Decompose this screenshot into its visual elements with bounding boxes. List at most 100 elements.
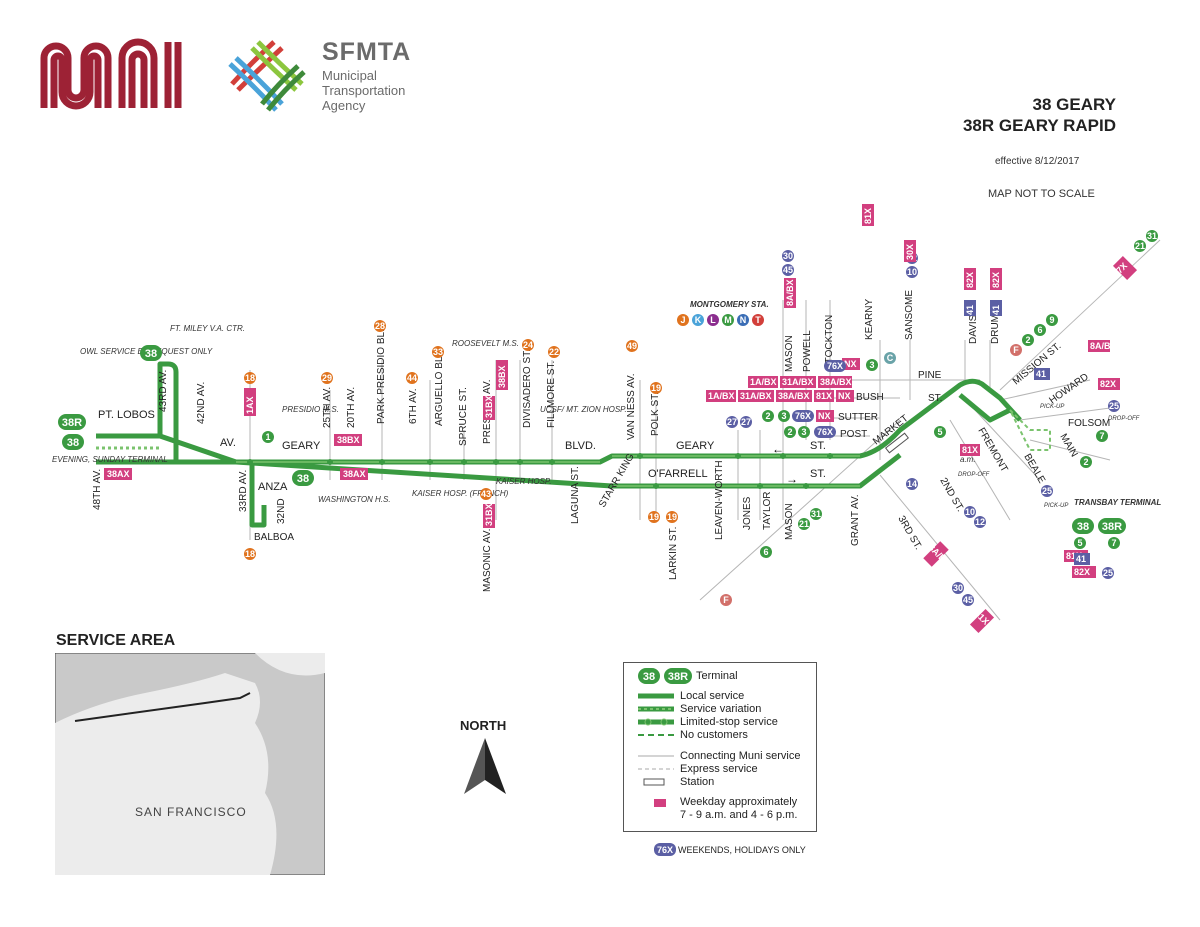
street-label: 2ND ST. — [937, 476, 965, 514]
land-area — [255, 653, 325, 676]
place-label: DROP-OFF — [1108, 416, 1140, 422]
street-label: PINE — [918, 370, 942, 381]
route-pill: 41 — [1036, 369, 1046, 379]
route-pill: 18 — [245, 373, 255, 383]
service-area-map: SAN FRANCISCO — [55, 653, 325, 875]
route-pill: 49 — [627, 341, 637, 351]
street-label: JONES — [742, 496, 753, 530]
route-pill: 3 — [801, 427, 806, 437]
weekend-pill: 76X — [817, 427, 833, 437]
street-label: 6TH AV. — [408, 388, 419, 424]
place-label: EVENING, SUNDAY TERMINAL — [52, 455, 168, 464]
rail-pill: K — [695, 315, 702, 325]
route-pill: 10 — [907, 267, 917, 277]
street-label: BLVD. — [565, 440, 596, 452]
place-label: TRANSBAY TERMINAL — [1074, 498, 1161, 507]
route-pill: 33 — [433, 347, 443, 357]
street-label: MASON — [784, 503, 795, 540]
street-label: LEAVEN-WORTH — [714, 460, 725, 540]
place-label: PICK-UP — [1044, 503, 1068, 509]
legend-symbols: 38 38R — [638, 668, 692, 807]
place-label: WASHINGTON H.S. — [318, 495, 391, 504]
legend-weekday: Weekday approximately — [680, 796, 798, 808]
street-label: O'FARRELL — [648, 468, 708, 480]
express-pill: 82X — [1074, 567, 1090, 577]
market-station — [884, 432, 910, 454]
street-label: PT. LOBOS — [98, 409, 155, 421]
route-pill: 6 — [763, 547, 768, 557]
street-label: MAIN — [1057, 432, 1079, 459]
terminal-38-badge — [140, 345, 162, 361]
route-pill: 2 — [1083, 457, 1088, 467]
street-label: 25TH AV. — [322, 387, 333, 428]
route-pill: 12 — [975, 517, 985, 527]
terminal-badges: 38 38R 38 38 38 38R — [58, 345, 1126, 534]
street-label: FILLMORE ST. — [546, 361, 557, 428]
limited-stops — [247, 453, 833, 489]
street-label: 3RD ST. — [895, 514, 923, 552]
route-pill: 18 — [245, 549, 255, 559]
express-pill: 1A/BX — [708, 391, 735, 401]
street-label: MASONIC AV. — [482, 529, 493, 592]
street-label: FREMONT — [975, 426, 1009, 474]
express-pill: 81X — [962, 445, 978, 455]
street-label: SPRUCE ST. — [458, 387, 469, 446]
route-pill: 19 — [649, 512, 659, 522]
express-pill: 8A/BX — [1090, 341, 1117, 351]
street-label: PARK PRESIDIO BL. — [376, 329, 387, 424]
express-pill: 30X — [905, 244, 915, 260]
express-pill: 38A/BX — [778, 391, 810, 401]
terminal-38-label: 38 — [145, 348, 157, 360]
place-label: ROOSEVELT M.S. — [452, 339, 519, 348]
street-label: 42ND AV. — [196, 382, 207, 424]
route-pill: 25 — [1109, 401, 1119, 411]
legend-local: Local service — [680, 690, 745, 702]
express-pill: 82X — [965, 272, 975, 288]
street-label: TAYLOR — [762, 491, 773, 530]
route-pill: 3 — [869, 360, 874, 370]
route-title: 38 GEARY — [1032, 95, 1116, 114]
weekend-pill: 76X — [827, 361, 843, 371]
street-label: KEARNY — [864, 299, 875, 340]
legend-variation: Service variation — [680, 703, 762, 715]
street-label: MASON — [784, 335, 795, 372]
route-pill: 27 — [741, 417, 751, 427]
agency-name-line: Agency — [322, 98, 366, 113]
place-label: DROP-OFF — [958, 472, 990, 478]
terminal-38r-label: 38R — [1102, 521, 1122, 533]
street-label: ARGUELLO BL. — [434, 354, 445, 426]
route-pill: 5 — [1077, 538, 1082, 548]
street-label: ST. — [810, 468, 826, 480]
express-pill: NX — [818, 411, 831, 421]
express-pill: 31A/BX — [740, 391, 772, 401]
express-pill: NX — [838, 391, 851, 401]
street-label: AV. — [220, 437, 236, 449]
route-pill: 44 — [407, 373, 417, 383]
express-pill: 38A/BX — [820, 377, 852, 387]
no-customers-loop — [1009, 409, 1051, 451]
route-pill: 21 — [799, 519, 809, 529]
route-pill: 28 — [375, 321, 385, 331]
street-label: POLK ST. — [650, 392, 661, 436]
street-label: 48TH AV. — [92, 469, 103, 510]
terminal-38-label: 38 — [67, 437, 79, 449]
route-pill: 2 — [765, 411, 770, 421]
express-pill: NX — [844, 359, 857, 369]
weekend-note: WEEKENDS, HOLIDAYS ONLY — [678, 845, 806, 855]
land-area — [55, 673, 277, 875]
route-pill: 45 — [963, 595, 973, 605]
route-pill: 31 — [811, 509, 821, 519]
street-label: FOLSOM — [1068, 418, 1110, 429]
express-pill: 82X — [1100, 379, 1116, 389]
route-pill: 41 — [1076, 554, 1086, 564]
weekend-badge-label: 76X — [657, 845, 673, 855]
route-pill: 27 — [727, 417, 737, 427]
weekend-pills: 76X 76X 76X — [792, 360, 846, 438]
legend-station: Station — [680, 776, 715, 788]
route-title-block: 38 GEARY 38R GEARY RAPID — [963, 94, 1116, 136]
route-pill: 30 — [953, 583, 963, 593]
express-pill: 31BX — [484, 503, 494, 526]
place-label: FT. MILEY V.A. CTR. — [170, 324, 245, 333]
street-label: DRUMM — [990, 306, 1001, 344]
route-pill: 25 — [1103, 568, 1113, 578]
